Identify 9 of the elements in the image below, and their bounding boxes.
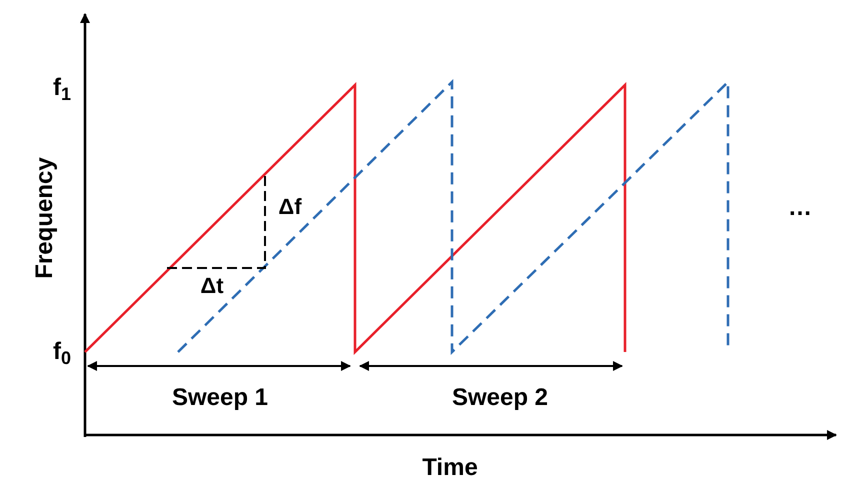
label-text: Time [422, 456, 478, 480]
label-text: f$_{0}$ [53, 340, 71, 364]
label-text: Δf [278, 196, 302, 218]
label-text: f$_{1}$ [53, 76, 71, 100]
label-text: Sweep 1 [172, 386, 268, 410]
axis-label: Frequency [33, 157, 57, 279]
label-text: Δt [200, 275, 224, 297]
label-text: … [788, 196, 812, 220]
label-text: Sweep 2 [452, 386, 548, 410]
